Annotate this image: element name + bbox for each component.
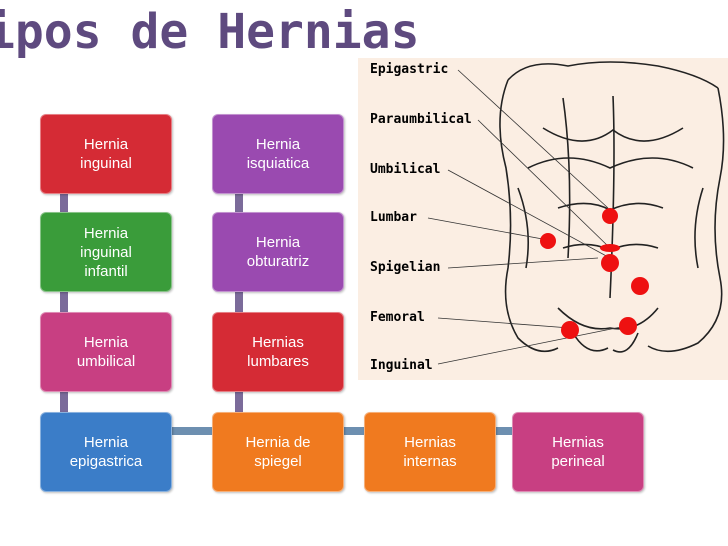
box-hernia-umbilical: Hernia umbilical bbox=[40, 312, 172, 392]
connector bbox=[172, 427, 212, 435]
box-hernia-inguinal-infantil: Hernia inguinal infantil bbox=[40, 212, 172, 292]
label-spigelian: Spigelian bbox=[370, 260, 441, 275]
connector bbox=[60, 194, 68, 212]
box-label: Hernia epigastrica bbox=[69, 434, 143, 470]
page-title: ipos de Hernias bbox=[0, 4, 420, 60]
box-hernia-obturatriz: Hernia obturatriz bbox=[212, 212, 344, 292]
box-hernia-isquiatica: Hernia isquiatica bbox=[212, 114, 344, 194]
box-label: Hernia umbilical bbox=[76, 334, 136, 370]
connector bbox=[60, 392, 68, 412]
label-femoral: Femoral bbox=[370, 310, 425, 325]
connector bbox=[235, 292, 243, 312]
label-inguinal: Inguinal bbox=[370, 358, 433, 373]
connector bbox=[235, 392, 243, 412]
box-hernia-inguinal: Hernia inguinal bbox=[40, 114, 172, 194]
box-hernia-de-spiegel: Hernia de spiegel bbox=[212, 412, 344, 492]
box-label: Hernias internas bbox=[403, 434, 457, 470]
box-hernias-internas: Hernias internas bbox=[364, 412, 496, 492]
connector bbox=[235, 194, 243, 212]
label-umbilical: Umbilical bbox=[370, 162, 441, 177]
connector bbox=[60, 292, 68, 312]
box-label: Hernia de spiegel bbox=[245, 434, 311, 470]
box-hernias-lumbares: Hernias lumbares bbox=[212, 312, 344, 392]
box-label: Hernias perineal bbox=[551, 434, 605, 470]
box-label: Hernia inguinal bbox=[80, 136, 132, 172]
label-epigastric: Epigastric bbox=[370, 62, 449, 77]
box-hernias-perineal: Hernias perineal bbox=[512, 412, 644, 492]
box-label: Hernias lumbares bbox=[247, 334, 309, 370]
box-label: Hernia obturatriz bbox=[246, 234, 310, 270]
box-hernia-epigastrica: Hernia epigastrica bbox=[40, 412, 172, 492]
box-label: Hernia isquiatica bbox=[246, 136, 310, 172]
torso-illustration bbox=[427, 61, 725, 365]
hernia-locations-figure: Epigastric Paraumbilical Umbilical Lumba… bbox=[358, 58, 728, 380]
label-lumbar: Lumbar bbox=[370, 210, 417, 225]
label-paraumbilical: Paraumbilical bbox=[370, 112, 472, 127]
box-label: Hernia inguinal infantil bbox=[80, 224, 132, 280]
